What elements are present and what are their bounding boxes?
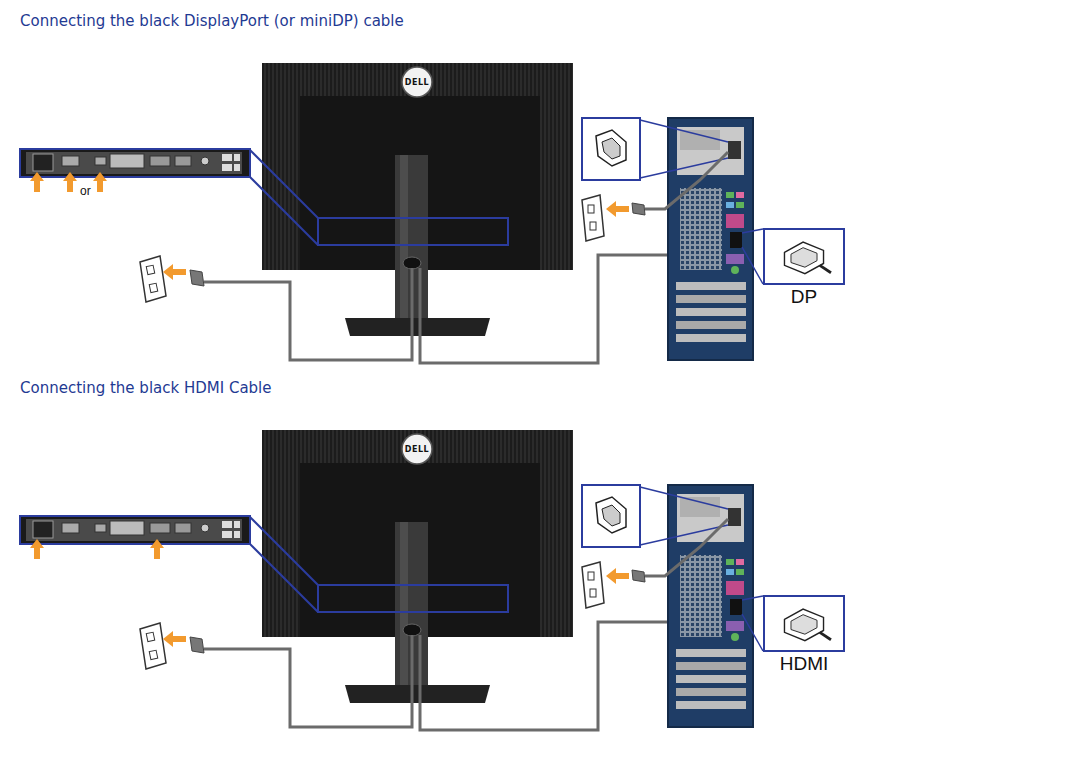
wall-outlet — [140, 256, 166, 302]
power-plug — [190, 270, 204, 286]
pc-tower — [676, 295, 746, 303]
monitor-back — [402, 67, 432, 97]
power-plug — [632, 203, 645, 215]
zoom-highlight — [250, 177, 318, 245]
monitor-stand — [345, 318, 490, 336]
section-heading: Connecting the black HDMI Cable — [20, 379, 272, 397]
wall-outlet — [140, 256, 166, 302]
pc-tower — [680, 130, 720, 150]
pc-tower — [676, 321, 746, 329]
wall-outlet — [582, 195, 604, 241]
pc-tower — [668, 118, 753, 360]
pc-tower — [728, 141, 741, 159]
power-callout — [582, 118, 728, 180]
connector-panel — [234, 154, 240, 161]
connector-callout: DP — [763, 228, 845, 285]
pc-tower — [736, 192, 744, 198]
connector-panel — [175, 156, 191, 166]
connector-panel — [150, 156, 170, 166]
plug-icon — [791, 615, 817, 635]
zoom-highlight — [250, 150, 318, 218]
connector-panel — [110, 154, 144, 168]
brand-logo: DELL — [405, 445, 429, 454]
plug-icon — [784, 609, 823, 641]
pc-tower — [680, 188, 722, 270]
power-callout — [602, 138, 620, 159]
power-cable — [645, 152, 728, 209]
connector-panel — [33, 154, 53, 171]
zoom-highlight — [250, 150, 508, 245]
monitor-stand — [400, 155, 408, 320]
plug-icon — [765, 597, 843, 650]
power-callout — [640, 120, 728, 142]
orange-arrow — [63, 172, 77, 192]
orange-arrow — [30, 172, 164, 559]
power-callout — [596, 130, 626, 166]
wall-outlet — [149, 283, 158, 292]
or-note: or — [80, 184, 91, 198]
orange-arrow — [93, 172, 107, 192]
pc-tower — [668, 118, 753, 360]
connector-panel — [95, 157, 106, 165]
zoom-highlight — [318, 218, 508, 245]
port-name: DP — [791, 286, 817, 308]
plug-icon — [820, 265, 831, 272]
pc-tower — [676, 282, 746, 290]
monitor-pc-setup — [20, 63, 763, 363]
pc-tower — [726, 192, 734, 198]
orange-arrow — [163, 264, 186, 280]
port-callout-lines — [742, 247, 763, 284]
port-name: HDMI — [780, 653, 829, 675]
connector-panel — [20, 149, 250, 177]
connector-panel — [62, 156, 79, 166]
connector-callout: HDMI — [763, 595, 845, 652]
port-callout-lines — [742, 229, 763, 233]
connector-panel — [222, 164, 232, 171]
monitor-stand — [403, 257, 421, 269]
wall-outlet — [582, 195, 604, 241]
wall-outlet — [146, 265, 155, 274]
pc-tower — [736, 202, 744, 208]
wall-outlet — [590, 222, 596, 230]
monitor-pc-setup — [20, 430, 763, 730]
section-heading: Connecting the black DisplayPort (or min… — [20, 12, 404, 30]
plug-icon — [784, 242, 823, 274]
connector-panel — [20, 149, 250, 177]
power-cable — [204, 268, 412, 360]
brand-logo: DELL — [405, 78, 429, 87]
connector-panel — [234, 164, 240, 171]
pc-tower — [676, 308, 746, 316]
pc-tower — [676, 334, 746, 342]
power-callout — [582, 118, 640, 180]
pc-tower — [730, 232, 742, 248]
orange-arrow — [30, 539, 44, 559]
port-callout-lines — [742, 229, 763, 284]
wall-outlet — [588, 205, 594, 213]
plug-icon — [820, 632, 831, 639]
pc-tower — [731, 266, 739, 274]
orange-arrow — [150, 539, 164, 559]
plug-icon — [791, 248, 817, 268]
connector-panel — [201, 157, 209, 165]
connector-panel — [26, 152, 242, 174]
orange-arrow — [30, 172, 44, 192]
connector-panel — [222, 154, 232, 161]
pc-tower — [726, 202, 734, 208]
plug-icon — [765, 230, 843, 283]
orange-arrow — [606, 201, 629, 217]
pc-tower — [726, 254, 744, 264]
power-callout — [640, 158, 728, 178]
pc-tower — [726, 214, 744, 228]
